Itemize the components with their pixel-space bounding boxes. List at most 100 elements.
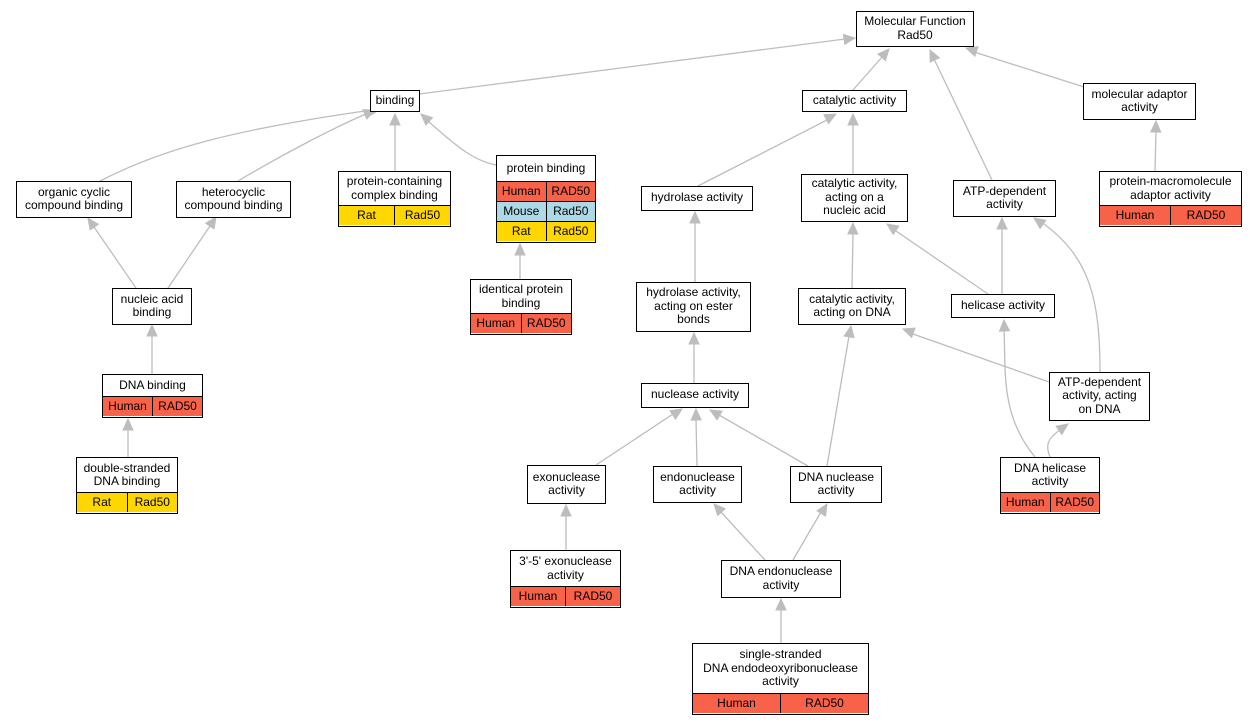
edge-line [895, 230, 989, 295]
go-term-node-hyd[interactable]: hydrolase activity [641, 186, 753, 211]
edge-line [1043, 223, 1101, 373]
edge-arrowhead [1055, 423, 1069, 436]
go-term-label-line: activity, acting [1062, 388, 1137, 403]
go-term-node-hel[interactable]: helicase activity [951, 294, 1055, 318]
edge-arrowhead [823, 113, 838, 125]
go-term-label-line: DNA endodeoxyribonuclease [703, 660, 858, 675]
edge-arrowhead [998, 318, 1011, 332]
go-term-label-line: activity [679, 483, 716, 498]
go-term-label-line: double-stranded [83, 460, 171, 475]
go-term-label-line: compound binding [24, 198, 124, 213]
organism-cell: Rat [357, 207, 376, 222]
organism-cell: Human [476, 315, 516, 330]
go-term-label: DNA binding [103, 375, 202, 396]
go-term-label-line: catalytic activity [812, 92, 897, 107]
edge-arrowhead [886, 223, 900, 236]
edge-arrowhead [514, 242, 526, 256]
edge-arrowhead [708, 409, 723, 421]
edge-line [93, 226, 137, 289]
go-term-label-line: activity [1031, 474, 1069, 489]
edge-arrowhead [389, 112, 401, 126]
edge-arrowhead [847, 112, 859, 126]
go-term-label-line: identical protein [478, 282, 564, 297]
edge-arrowhead [843, 324, 855, 339]
go-term-label-line: protein-macromolecule [1109, 174, 1232, 189]
gene-cell: RAD50 [152, 397, 202, 417]
go-term-node-cat[interactable]: catalytic activity [802, 90, 907, 112]
gene-cell: RAD50 [545, 182, 596, 202]
go-term-label: catalytic activity [803, 91, 906, 110]
go-term-label-line: 3'-5' exonuclease [519, 554, 612, 569]
edge-arrowhead [964, 46, 979, 58]
go-term-node-nuc[interactable]: nuclease activity [641, 383, 749, 408]
edge-arrowhead [669, 408, 684, 421]
go-term-node-cad[interactable]: catalytic activity,acting on DNA [798, 288, 906, 325]
edge-line [167, 225, 211, 289]
go-term-label-line: exonuclease [532, 469, 601, 484]
edge-arrowhead [877, 48, 890, 62]
edge-arrowhead [775, 597, 787, 611]
edge-arrowhead [842, 33, 857, 46]
gene-cell: RAD50 [1049, 493, 1100, 513]
go-term-label-line: hydrolase activity, [646, 285, 741, 300]
edge-line [851, 232, 854, 289]
edge-line [720, 511, 766, 561]
go-term-label-line: DNA helicase [1013, 460, 1087, 475]
go-term-node-bind[interactable]: binding [370, 90, 420, 112]
edge-arrowhead [929, 48, 941, 63]
go-term-label: binding [371, 91, 419, 110]
organism-cell: Human [1115, 207, 1155, 222]
go-term-label: hydrolase activity [642, 187, 752, 209]
edge-arrowhead [690, 407, 702, 421]
organism-cell: Human [518, 588, 558, 603]
edge-line [99, 109, 373, 182]
edge-line [1047, 429, 1061, 458]
go-term-label-line: ATP-dependent [1057, 374, 1142, 389]
organism-cell: Human [108, 398, 147, 413]
edge-arrowhead [816, 502, 828, 517]
